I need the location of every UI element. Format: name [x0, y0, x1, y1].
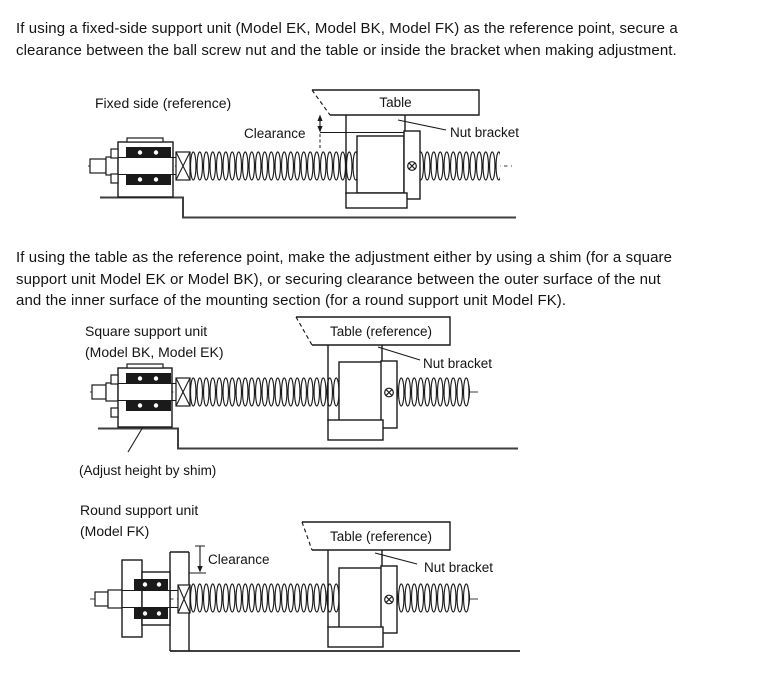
clearance-label-3: Clearance — [208, 552, 270, 567]
nut-bracket-label-2: Nut bracket — [423, 356, 493, 371]
intro-paragraph-fixed-side: If using a fixed-side support unit (Mode… — [16, 20, 678, 59]
round-support-title: Round support unit (Model FK) — [80, 502, 199, 539]
nut-bracket-label-1: Nut bracket — [450, 125, 520, 140]
clearance-label-1: Clearance — [244, 126, 306, 141]
table-label-2: Table (reference) — [329, 323, 433, 339]
shim-note-label: (Adjust height by shim) — [79, 463, 217, 478]
table-label-3: Table (reference) — [329, 528, 433, 544]
nut-bracket-label-3: Nut bracket — [424, 560, 494, 575]
diagram-square-support — [90, 316, 518, 453]
table-label-1: Table — [379, 95, 412, 110]
diagram-round-support — [90, 521, 520, 652]
diagram-fixed-side — [88, 89, 516, 219]
square-support-title: Square support unit (Model BK, Model EK) — [85, 323, 224, 360]
intro-paragraph-table-reference: If using the table as the reference poin… — [16, 249, 673, 310]
fixed-side-title: Fixed side (reference) — [95, 95, 232, 111]
